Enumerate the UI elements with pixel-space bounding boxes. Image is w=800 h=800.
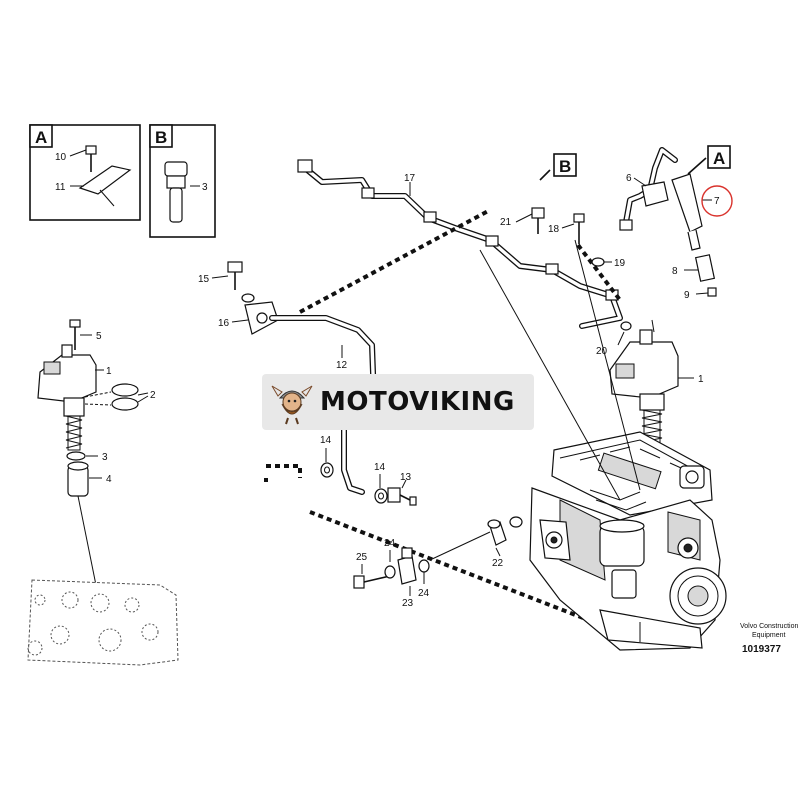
fuel-pipe-17: 17	[297, 159, 623, 329]
label-25: 25	[356, 552, 368, 563]
label-15: 15	[198, 274, 210, 285]
label-1-left: 1	[106, 366, 112, 377]
watermark-banner: MOTOVIKING	[262, 374, 534, 430]
right-injector-assembly: A 6 7 8 9	[619, 145, 733, 301]
footer-line-1: Volvo Construction	[740, 623, 798, 630]
footer-line-2: Equipment	[752, 632, 786, 639]
label-17: 17	[404, 173, 416, 184]
left-injector-assembly: 5 1 2 3 4	[37, 319, 156, 606]
label-11: 11	[55, 182, 66, 193]
label-16: 16	[218, 318, 230, 329]
footer: Volvo Construction Equipment 1019377	[740, 623, 798, 655]
inset-box-b: B 3	[149, 124, 216, 238]
flag-b-letter: B	[559, 157, 571, 176]
bolt-icon	[85, 145, 97, 155]
label-22: 22	[492, 558, 504, 569]
label-6: 6	[626, 173, 632, 184]
label-7: 7	[714, 196, 720, 207]
label-5: 5	[96, 331, 102, 342]
label-24-b: 24	[418, 588, 430, 599]
label-14-a: 14	[320, 435, 332, 446]
label-20: 20	[596, 346, 608, 357]
label-19: 19	[614, 258, 626, 269]
label-10: 10	[55, 152, 67, 163]
injector-nozzle-icon	[671, 173, 703, 233]
label-3-inset: 3	[202, 182, 208, 193]
leader-lines	[479, 239, 641, 501]
label-3: 3	[102, 452, 108, 463]
bottom-fittings: 22 25 24 23 24	[353, 516, 523, 609]
fittings-13-14: 14 14 13	[320, 435, 417, 506]
highlight-circle	[701, 185, 733, 217]
label-23: 23	[402, 598, 414, 609]
label-24-a: 24	[384, 538, 396, 549]
sensor-icon	[164, 161, 188, 177]
cylinder-head-fragment	[27, 579, 179, 666]
fuel-pipe-12-assembly: 15 16 12	[198, 261, 377, 495]
label-4: 4	[106, 474, 112, 485]
label-13: 13	[400, 472, 412, 483]
bracket-icon	[78, 165, 132, 195]
footer-ref-number: 1019377	[742, 644, 781, 655]
label-1-right: 1	[698, 374, 704, 385]
label-12: 12	[336, 360, 348, 371]
engine-block	[529, 431, 727, 651]
label-2: 2	[150, 390, 156, 401]
label-21: 21	[500, 217, 512, 228]
right-unit-injector: 1	[609, 319, 704, 459]
inset-b-letter: B	[155, 128, 167, 147]
inset-box-a: A 10 11	[29, 124, 141, 221]
label-14-b: 14	[374, 462, 386, 473]
flag-a-letter: A	[713, 149, 725, 168]
inset-a-letter: A	[35, 128, 47, 147]
label-9: 9	[684, 290, 690, 301]
watermark-text: MOTOVIKING	[320, 387, 515, 417]
viking-logo-icon	[271, 385, 313, 425]
label-8: 8	[672, 266, 678, 277]
label-18: 18	[548, 224, 560, 235]
dashed-leader-lines	[264, 208, 721, 642]
top-right-fasteners: B 21 18 19 20	[500, 153, 632, 357]
